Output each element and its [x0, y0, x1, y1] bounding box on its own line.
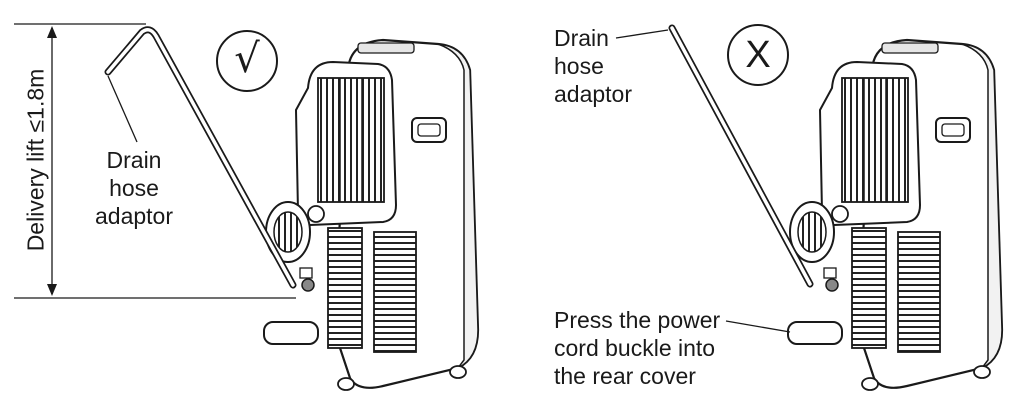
power-cord-label-line-3: the rear cover — [554, 363, 696, 389]
left-dimension — [14, 23, 296, 299]
right-drain-label-line-2: hose — [554, 53, 604, 79]
power-cord-label-line-1: Press the power — [554, 307, 721, 333]
check-icon: √ — [234, 36, 260, 82]
left-drain-label-line-1: Drain — [106, 147, 162, 173]
left-ac-unit — [262, 38, 480, 392]
left-check-badge — [216, 30, 278, 92]
power-cord-label: Press the power cord buckle into the rea… — [554, 306, 720, 390]
right-drain-label-line-3: adaptor — [554, 81, 633, 107]
left-drain-hose — [104, 26, 297, 289]
delivery-lift-label: Delivery lift ≤1.8m — [22, 68, 49, 252]
left-drain-label-line-2: hose — [109, 175, 159, 201]
left-drain-label-line-3: adaptor — [94, 203, 173, 229]
right-cross-badge — [727, 24, 789, 86]
right-drain-hose — [615, 24, 814, 333]
left-drain-label: Drain hose adaptor — [84, 146, 184, 230]
right-drain-label-line-1: Drain — [554, 25, 609, 51]
right-ac-unit — [786, 38, 1004, 392]
cross-icon: X — [745, 34, 771, 76]
power-cord-label-line-2: cord buckle into — [554, 335, 716, 361]
right-drain-label: Drain hose adaptor — [554, 24, 632, 108]
